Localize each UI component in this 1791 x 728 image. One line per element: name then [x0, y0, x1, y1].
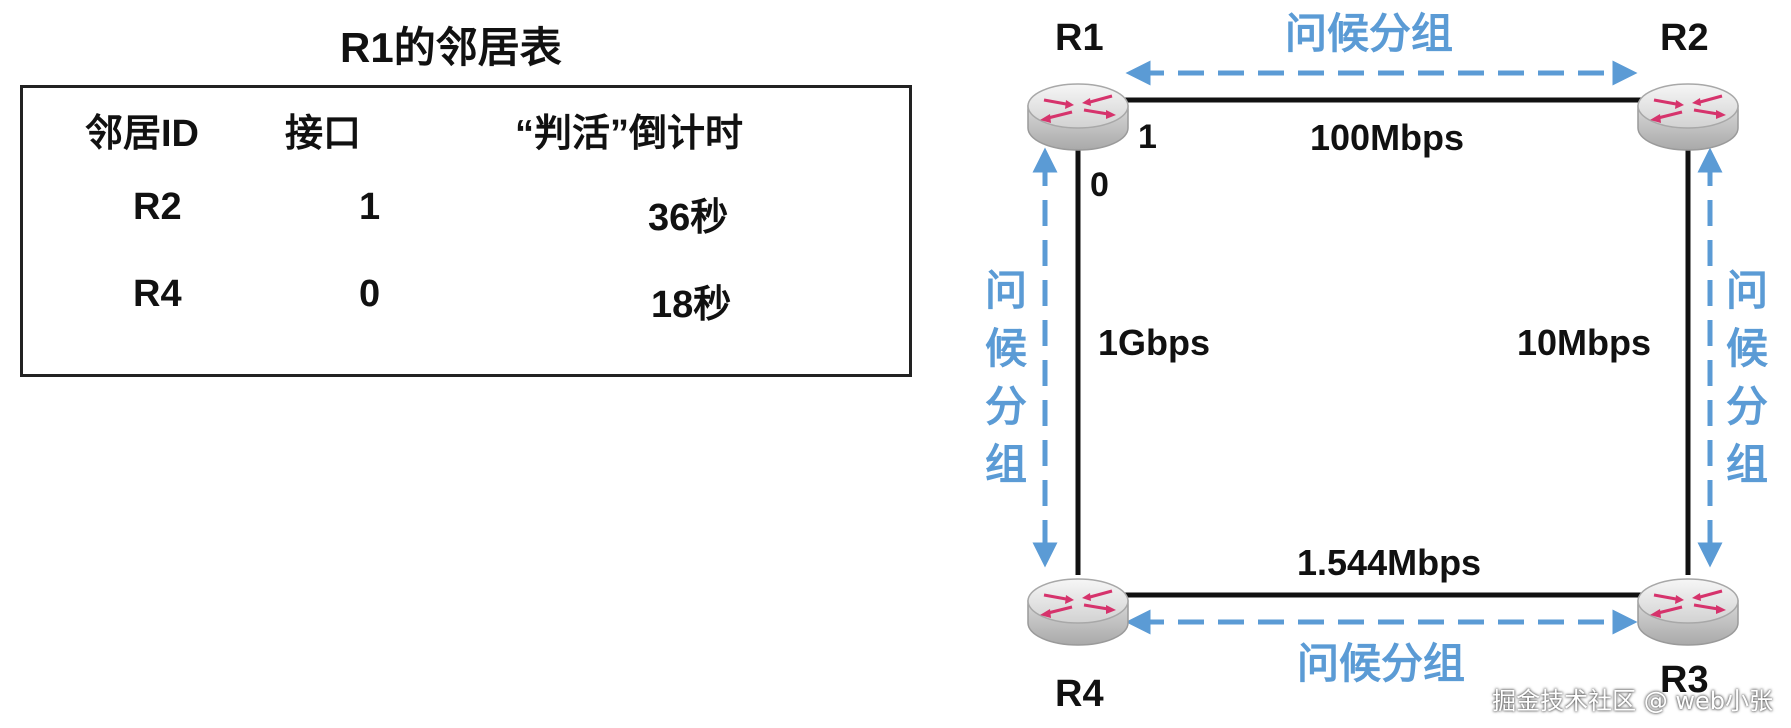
- hello-label-right-char-4: 组: [1726, 440, 1768, 489]
- r1-interface-0-label: 0: [1090, 166, 1109, 204]
- hello-label-right-char-1: 问: [1726, 266, 1768, 315]
- router-r4-label: R4: [1055, 673, 1104, 715]
- row2-dead-timer: 18秒: [651, 284, 732, 326]
- hello-label-left-char-2: 候: [985, 324, 1028, 373]
- row2-interface: 0: [359, 273, 381, 315]
- r1-interface-1-label: 1: [1138, 118, 1157, 156]
- router-r2-icon: [1636, 82, 1740, 152]
- router-r1-label: R1: [1055, 17, 1104, 59]
- row1-neighbor-id: R2: [133, 186, 182, 228]
- router-r2-label: R2: [1660, 17, 1709, 59]
- hello-label-right-char-2: 候: [1726, 324, 1769, 373]
- link-speed-top: 100Mbps: [1310, 117, 1464, 158]
- hello-label-left-char-4: 组: [985, 440, 1027, 489]
- header-dead-timer: “判活”倒计时: [515, 113, 744, 155]
- row2-neighbor-id: R4: [133, 273, 182, 315]
- hello-label-bottom: 问候分组: [1297, 639, 1465, 688]
- row1-dead-timer: 36秒: [648, 197, 729, 239]
- link-speed-left: 1Gbps: [1098, 322, 1210, 363]
- header-interface: 接口: [285, 113, 362, 155]
- neighbor-table-title: R1的邻居表: [340, 24, 562, 71]
- router-r1-icon: [1026, 82, 1130, 152]
- link-speed-right: 10Mbps: [1517, 322, 1651, 363]
- hello-label-right-char-3: 分: [1726, 382, 1768, 431]
- hello-label-left-char-1: 问: [985, 266, 1027, 315]
- watermark: 掘金技术社区 @ web小张: [1492, 687, 1773, 715]
- hello-label-left-char-3: 分: [985, 382, 1027, 431]
- hello-label-top: 问候分组: [1285, 9, 1453, 58]
- router-r4-icon: [1026, 577, 1130, 647]
- neighbor-table: 邻居ID 接口 “判活”倒计时 R2 1 36秒 R4 0 18秒: [20, 85, 912, 377]
- router-r3-icon: [1636, 577, 1740, 647]
- link-speed-bottom: 1.544Mbps: [1297, 542, 1481, 583]
- router-r3-label: R3: [1660, 659, 1709, 701]
- header-neighbor-id: 邻居ID: [85, 113, 200, 155]
- row1-interface: 1: [359, 186, 381, 228]
